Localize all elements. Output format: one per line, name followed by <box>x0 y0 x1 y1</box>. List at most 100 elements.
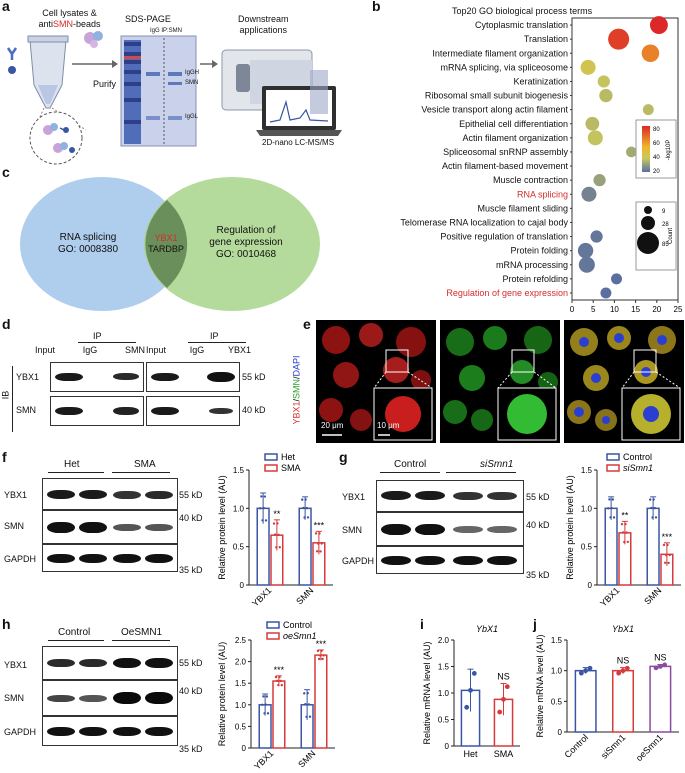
data-point <box>612 516 616 519</box>
data-point <box>620 522 624 526</box>
chart-title: YbX1 <box>476 624 498 634</box>
data-point <box>261 519 264 522</box>
x-tick-label: 10 <box>610 305 619 314</box>
mw-g-55: 55 kD <box>526 492 550 502</box>
data-point <box>321 657 324 661</box>
data-point <box>278 546 281 549</box>
colorbar <box>642 126 650 172</box>
legend-swatch <box>606 453 620 461</box>
data-point <box>263 495 267 498</box>
data-point <box>662 662 668 668</box>
row-label-smn: SMN <box>16 405 36 415</box>
blot-h-smn <box>42 680 178 716</box>
data-point <box>262 695 265 698</box>
go-bubble <box>585 116 600 131</box>
data-point <box>667 561 670 565</box>
legend-swatch <box>264 453 278 461</box>
y-tick-label: 1.5 <box>235 679 247 688</box>
bar <box>272 680 286 749</box>
row-g-gapdh: GAPDH <box>342 556 375 566</box>
category-label: Actin filament-based movement <box>442 161 569 171</box>
data-point <box>275 546 278 549</box>
category-label: Cytoplasmic translation <box>475 20 568 30</box>
go-bubble <box>587 130 603 146</box>
data-point <box>264 703 267 706</box>
y-tick-label: 0.5 <box>235 722 247 731</box>
data-point <box>657 663 663 669</box>
category-label: Ribosomal small subunit biogenesis <box>425 91 569 101</box>
data-point <box>621 531 625 534</box>
x-tick-label: siSmn1 <box>599 732 627 760</box>
ip-label-left: IP <box>93 331 102 341</box>
category-label: Actin filament organization <box>462 133 568 143</box>
colorbar-tick: 60 <box>653 141 660 147</box>
panel-label-f: f <box>2 449 7 465</box>
igg-h-label: IgGH <box>185 70 200 76</box>
category-label: Muscle contraction <box>493 175 568 185</box>
go-bubble <box>641 44 660 63</box>
size-legend-label: 28 <box>662 222 669 228</box>
legend-label: oeSmn1 <box>283 631 317 641</box>
y-tick-label: 0.5 <box>551 697 563 706</box>
y-tick-label: 1.0 <box>551 667 563 676</box>
bar <box>574 669 597 733</box>
mw-g-35: 35 kD <box>526 570 550 580</box>
downstream-caption: Downstream applications <box>238 14 289 35</box>
category-label: mRNA splicing, via spliceosome <box>440 62 568 72</box>
data-point <box>305 506 309 510</box>
mw-f-55: 55 kD <box>179 490 203 500</box>
go-bubble <box>577 242 594 259</box>
x-tick-label: YBX1 <box>250 585 273 608</box>
panel-label-i: i <box>420 616 424 632</box>
data-point <box>303 516 306 519</box>
antibody-icon <box>6 47 18 60</box>
purify-label: Purify <box>93 79 117 89</box>
data-point <box>464 704 470 710</box>
colorbar-tick: 80 <box>653 127 660 133</box>
data-point <box>266 712 270 715</box>
go-bubble <box>580 59 596 75</box>
data-point <box>583 668 589 674</box>
size-legend-label: 85 <box>662 242 669 248</box>
sig-label: *** <box>316 639 327 649</box>
y-axis-label: Relative protein level (AU) <box>565 475 575 580</box>
data-point <box>497 709 503 715</box>
go-bubble <box>608 28 630 50</box>
y-tick-label: 1.0 <box>235 701 247 710</box>
data-point <box>653 506 657 510</box>
y-tick-label: 1.5 <box>581 466 593 475</box>
row-h-smn: SMN <box>4 693 24 703</box>
colorbar-tick: 20 <box>653 169 660 175</box>
go-bubble <box>578 256 595 273</box>
panel-label-j: j <box>533 616 537 632</box>
data-point <box>259 507 262 510</box>
scale-20um: 20 μm <box>321 421 344 430</box>
data-point <box>651 516 654 519</box>
data-point <box>280 683 283 687</box>
data-point <box>625 531 628 534</box>
plot-frame <box>571 17 679 301</box>
data-point <box>316 649 320 653</box>
data-point <box>611 498 615 501</box>
data-point <box>668 553 671 557</box>
y-tick-label: 1.5 <box>438 663 450 672</box>
data-point <box>607 507 610 510</box>
y-tick-label: 0.5 <box>581 543 593 552</box>
data-point <box>279 679 282 683</box>
data-point <box>320 542 323 545</box>
blot-g-smn <box>376 512 524 546</box>
channel-label: YBX1/SMN/DAPI <box>291 355 302 425</box>
data-point <box>260 495 263 498</box>
sig-label: *** <box>274 665 285 675</box>
data-point <box>304 703 307 706</box>
data-point <box>277 533 280 537</box>
chart-title: YbX1 <box>612 624 634 634</box>
data-point <box>314 532 318 535</box>
data-point <box>278 675 281 679</box>
category-label: Keratinization <box>513 76 568 86</box>
bead-icon <box>8 66 16 74</box>
mw-55-d: 55 kD <box>242 372 266 382</box>
y-axis-label: Relative protein level (AU) <box>217 475 227 580</box>
